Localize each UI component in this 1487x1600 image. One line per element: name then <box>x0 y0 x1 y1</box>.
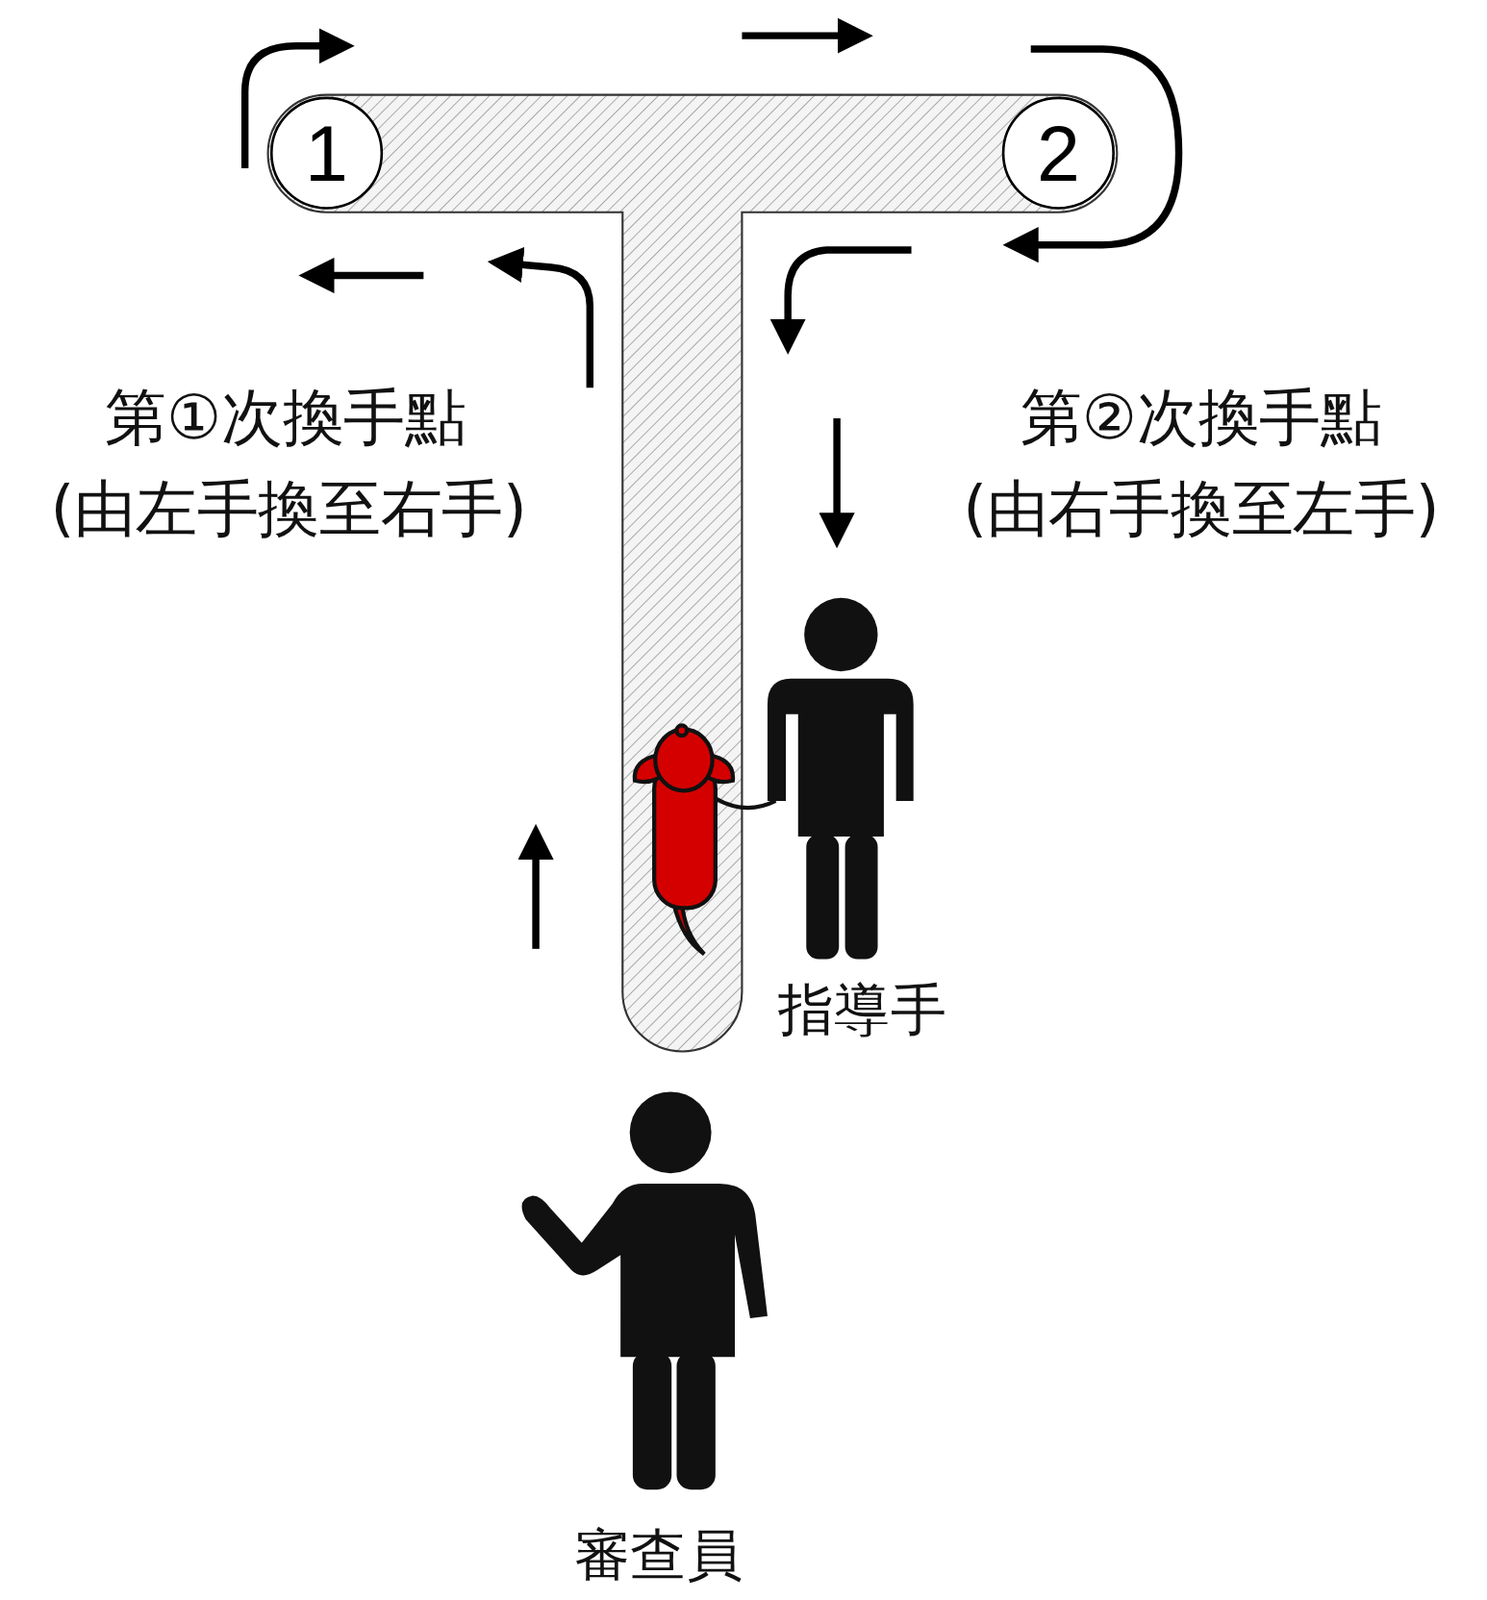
dog-figure <box>634 725 733 955</box>
t-path <box>268 95 1118 1053</box>
role-label: 審查員 <box>574 1518 743 1595</box>
direction-arrow <box>531 841 539 949</box>
direction-arrow <box>832 418 840 531</box>
judge-figure <box>522 1091 768 1490</box>
role-label: 指導手 <box>778 972 947 1049</box>
direction-arrow <box>787 250 911 337</box>
callout-number: 1 <box>269 96 384 211</box>
leash <box>714 798 777 808</box>
handoff-note: (由左手換至右手) <box>50 469 528 553</box>
handler-figure <box>767 598 914 960</box>
callout-number: 2 <box>1001 96 1116 211</box>
handoff-title: 第②次換手點 <box>1020 377 1382 460</box>
station-circle: 2 <box>1001 96 1116 211</box>
handoff-note: (由右手換至左手) <box>962 469 1439 553</box>
direction-arrow <box>316 272 424 279</box>
handoff-title: 第①次換手點 <box>104 377 466 460</box>
station-circle: 1 <box>269 96 384 211</box>
direction-arrow <box>504 263 590 388</box>
direction-arrow <box>741 31 856 39</box>
